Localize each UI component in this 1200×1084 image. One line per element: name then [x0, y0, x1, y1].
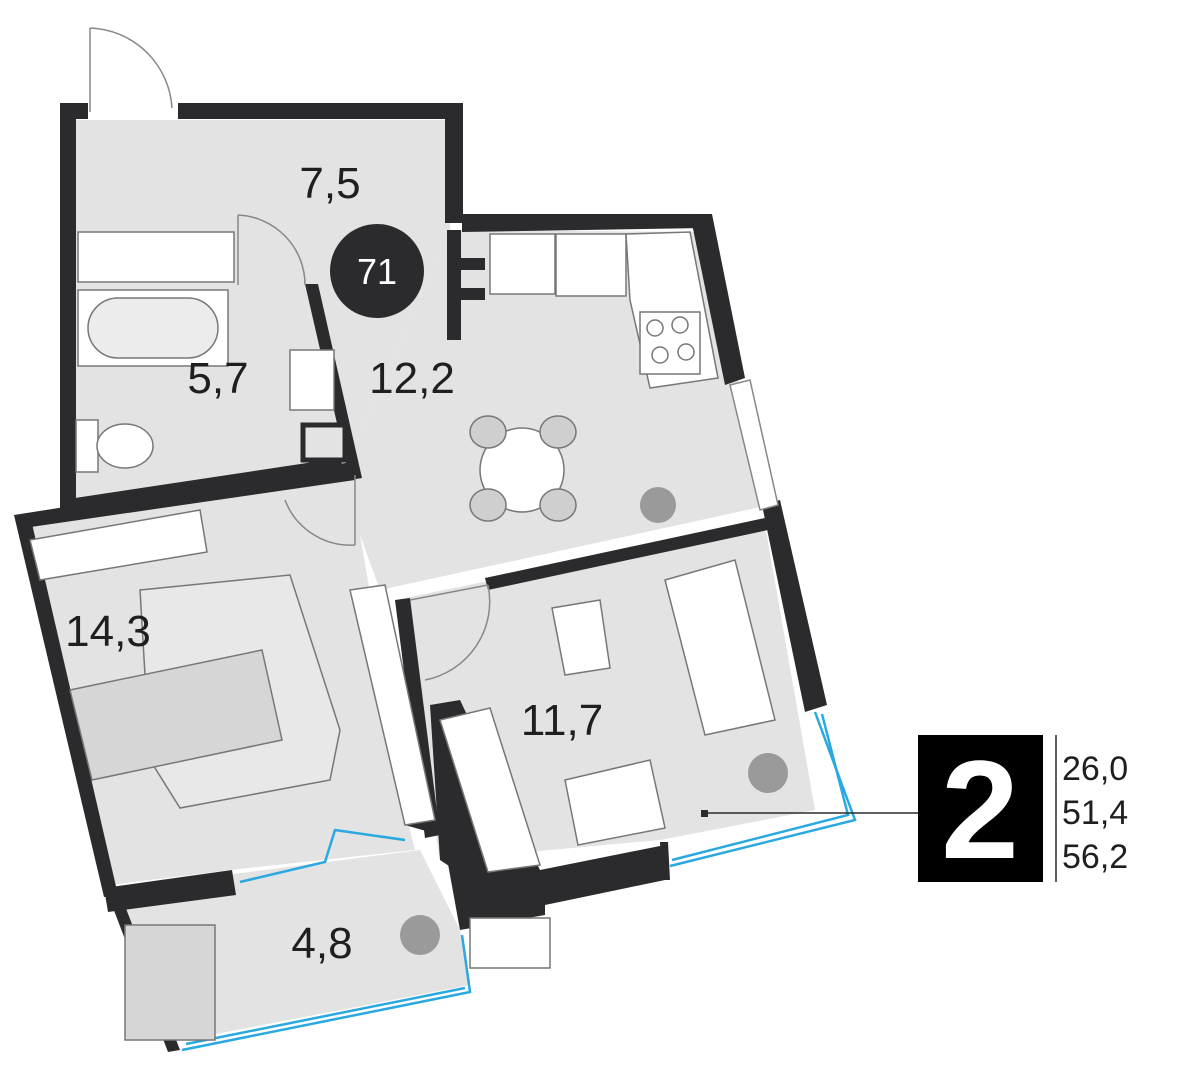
glazing	[181, 711, 857, 1052]
toilet-tank	[75, 419, 99, 473]
room-count: 2	[941, 731, 1019, 888]
area-living: 11,7	[521, 696, 603, 745]
area-hallway: 7,5	[299, 159, 360, 208]
entry-door	[89, 27, 173, 112]
leader-dot	[701, 810, 708, 817]
toilet-bowl	[96, 423, 154, 469]
balcony-cabinet	[469, 917, 551, 969]
wall-living-bottom	[405, 820, 665, 930]
unit-badge	[330, 224, 424, 318]
wall-kitchen-top	[462, 214, 705, 232]
wall-right-hall	[445, 103, 463, 223]
dining-table	[479, 427, 565, 513]
wall-living-right	[762, 500, 827, 712]
wall-bedroom-top	[14, 462, 355, 528]
wall-kitchen-stub	[447, 230, 461, 340]
bathtub-inner	[87, 297, 219, 359]
wall-bedroom-bottom	[104, 870, 236, 912]
glazing-balcony-bottom	[181, 934, 472, 1052]
wall-top-hall-left	[60, 103, 88, 119]
chair-3	[469, 488, 507, 522]
glazing-living-right	[669, 711, 857, 868]
wall-kitchen-stub2	[455, 258, 485, 270]
chair-4	[539, 488, 577, 522]
area-kitchen: 12,2	[369, 354, 455, 403]
total-area: 51,4	[1062, 794, 1128, 832]
dresser	[551, 599, 611, 676]
chair-1	[469, 415, 507, 449]
wall-living-br	[660, 842, 670, 880]
door-bath	[237, 214, 306, 286]
balcony-desk	[124, 924, 216, 1041]
wall-center	[395, 598, 440, 838]
glazing-balcony-bottom-2	[185, 986, 466, 1046]
area-bathroom: 5,7	[187, 354, 248, 403]
plant-icon-3	[400, 915, 440, 955]
room-count-block	[918, 735, 1043, 882]
hall-radiator	[77, 231, 235, 283]
kitchen-fridge	[489, 233, 556, 295]
door-bedroom	[284, 475, 356, 546]
chair-2	[539, 415, 577, 449]
kitchen-window	[729, 379, 779, 511]
wall-top-hall-right	[178, 103, 463, 119]
bath-sink	[289, 349, 335, 411]
area-bedroom: 14,3	[65, 607, 151, 656]
bedroom-radiator	[29, 509, 208, 581]
kitchen-sink	[555, 233, 627, 297]
interior-doors	[237, 214, 491, 681]
wall-bedroom-left	[14, 515, 118, 897]
total-living: 26,0	[1062, 750, 1128, 788]
living-radiator	[439, 707, 541, 873]
wall-kitchen-stub3	[455, 288, 485, 300]
plants	[400, 487, 788, 955]
shaft	[300, 422, 348, 463]
kitchen-stove	[639, 311, 701, 375]
sofa	[664, 559, 776, 736]
wall-kitchen-living	[485, 518, 768, 590]
hallway-floor	[75, 120, 450, 500]
wardrobe	[349, 584, 436, 826]
plant-icon	[640, 487, 676, 523]
plant-icon-2	[748, 753, 788, 793]
walls	[14, 103, 827, 1052]
wall-kitchen-right	[690, 214, 745, 385]
armchair	[564, 759, 666, 846]
glazing-living-right-2	[671, 713, 850, 862]
wall-left-hall	[60, 103, 76, 518]
bed	[69, 649, 283, 781]
door-living	[409, 584, 491, 681]
total-with-balcony: 56,2	[1062, 838, 1128, 876]
furniture	[29, 231, 776, 1041]
area-balcony: 4,8	[291, 919, 352, 968]
glazing-balcony-door	[239, 828, 406, 884]
unit-number: 71	[357, 251, 397, 292]
